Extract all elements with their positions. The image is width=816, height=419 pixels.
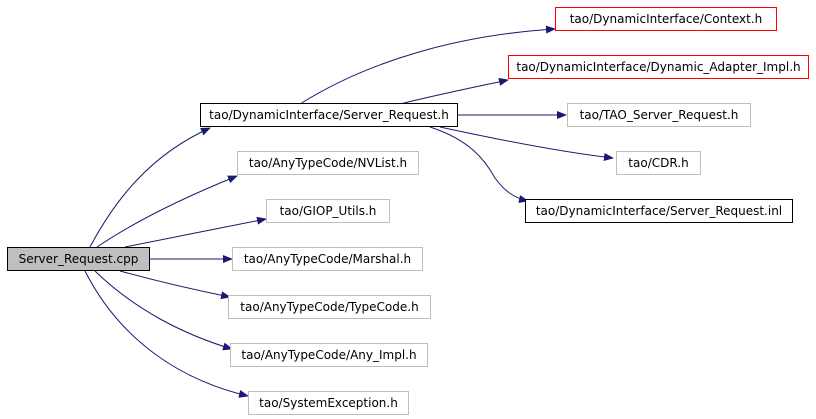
edge-server-request-h-to-context-h	[299, 25, 556, 105]
edge-root-to-nvlist-h	[96, 175, 238, 248]
edge-root-to-server-request-h	[89, 127, 211, 248]
edge-server-request-h-to-cdr-h	[439, 126, 614, 161]
node-any-impl-h[interactable]: tao/AnyTypeCode/Any_Impl.h	[230, 343, 428, 367]
edge-server-request-h-to-server-request-inl	[429, 126, 529, 203]
node-tao-server-request-h[interactable]: tao/TAO_Server_Request.h	[567, 103, 751, 127]
node-server-request-h[interactable]: tao/DynamicInterface/Server_Request.h	[200, 103, 458, 127]
edge-root-to-system-exception-h	[84, 270, 249, 398]
node-giop-utils-h[interactable]: tao/GIOP_Utils.h	[266, 199, 390, 223]
edge-root-to-typecode-h	[119, 270, 231, 300]
node-typecode-h[interactable]: tao/AnyTypeCode/TypeCode.h	[228, 295, 431, 319]
node-marshal-h[interactable]: tao/AnyTypeCode/Marshal.h	[232, 247, 423, 271]
node-server-request-cpp[interactable]: Server_Request.cpp	[7, 247, 150, 271]
edge-server-request-h-to-dynamic-adapter-impl-h	[399, 77, 509, 105]
node-server-request-inl[interactable]: tao/DynamicInterface/Server_Request.inl	[525, 199, 793, 223]
node-system-exception-h[interactable]: tao/SystemException.h	[248, 391, 409, 415]
edge-root-to-any-impl-h	[94, 270, 233, 351]
node-cdr-h[interactable]: tao/CDR.h	[616, 151, 701, 175]
edge-root-to-giop-utils-h	[124, 216, 267, 248]
node-dynamic-adapter-impl-h[interactable]: tao/DynamicInterface/Dynamic_Adapter_Imp…	[508, 55, 809, 79]
node-context-h[interactable]: tao/DynamicInterface/Context.h	[555, 7, 777, 31]
node-nvlist-h[interactable]: tao/AnyTypeCode/NVList.h	[237, 151, 419, 175]
